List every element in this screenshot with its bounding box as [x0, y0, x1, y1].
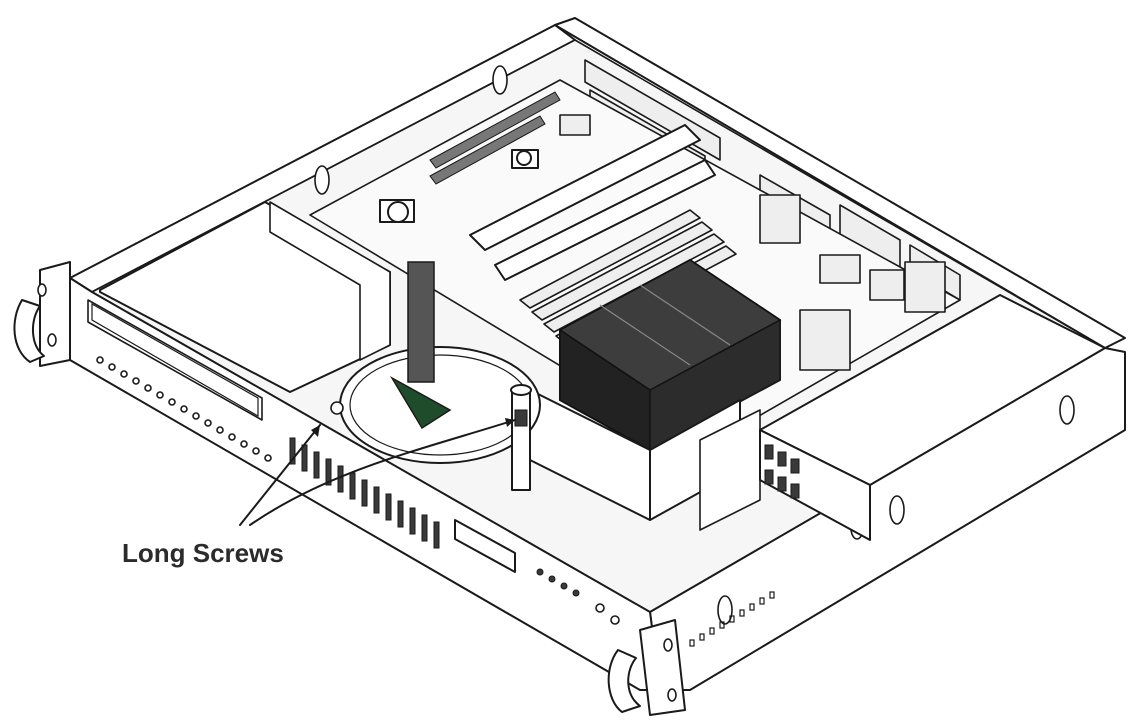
back-wall: [554, 17, 1126, 349]
power-supply: [759, 294, 1106, 541]
front-grille: [289, 437, 440, 549]
arrow-head: [389, 375, 452, 430]
rack-ear-left: [13, 261, 71, 367]
front-vent-holes: [96, 356, 272, 462]
rack-ear-right: [607, 619, 686, 716]
callout-leaders: [239, 418, 516, 526]
front-panel-details: [87, 299, 620, 625]
cpu-heatsink: [558, 258, 782, 452]
arrow-shaft: [407, 261, 435, 383]
side-wall-holes: [314, 65, 1075, 625]
screw-hole-left: [330, 401, 344, 415]
long-screws-label: Long Screws: [122, 538, 284, 568]
psu-connector: [764, 444, 800, 499]
air-shroud: [529, 389, 761, 531]
drive-cage: [99, 201, 391, 393]
side-vents: [689, 591, 775, 647]
install-arrow: [389, 261, 452, 430]
